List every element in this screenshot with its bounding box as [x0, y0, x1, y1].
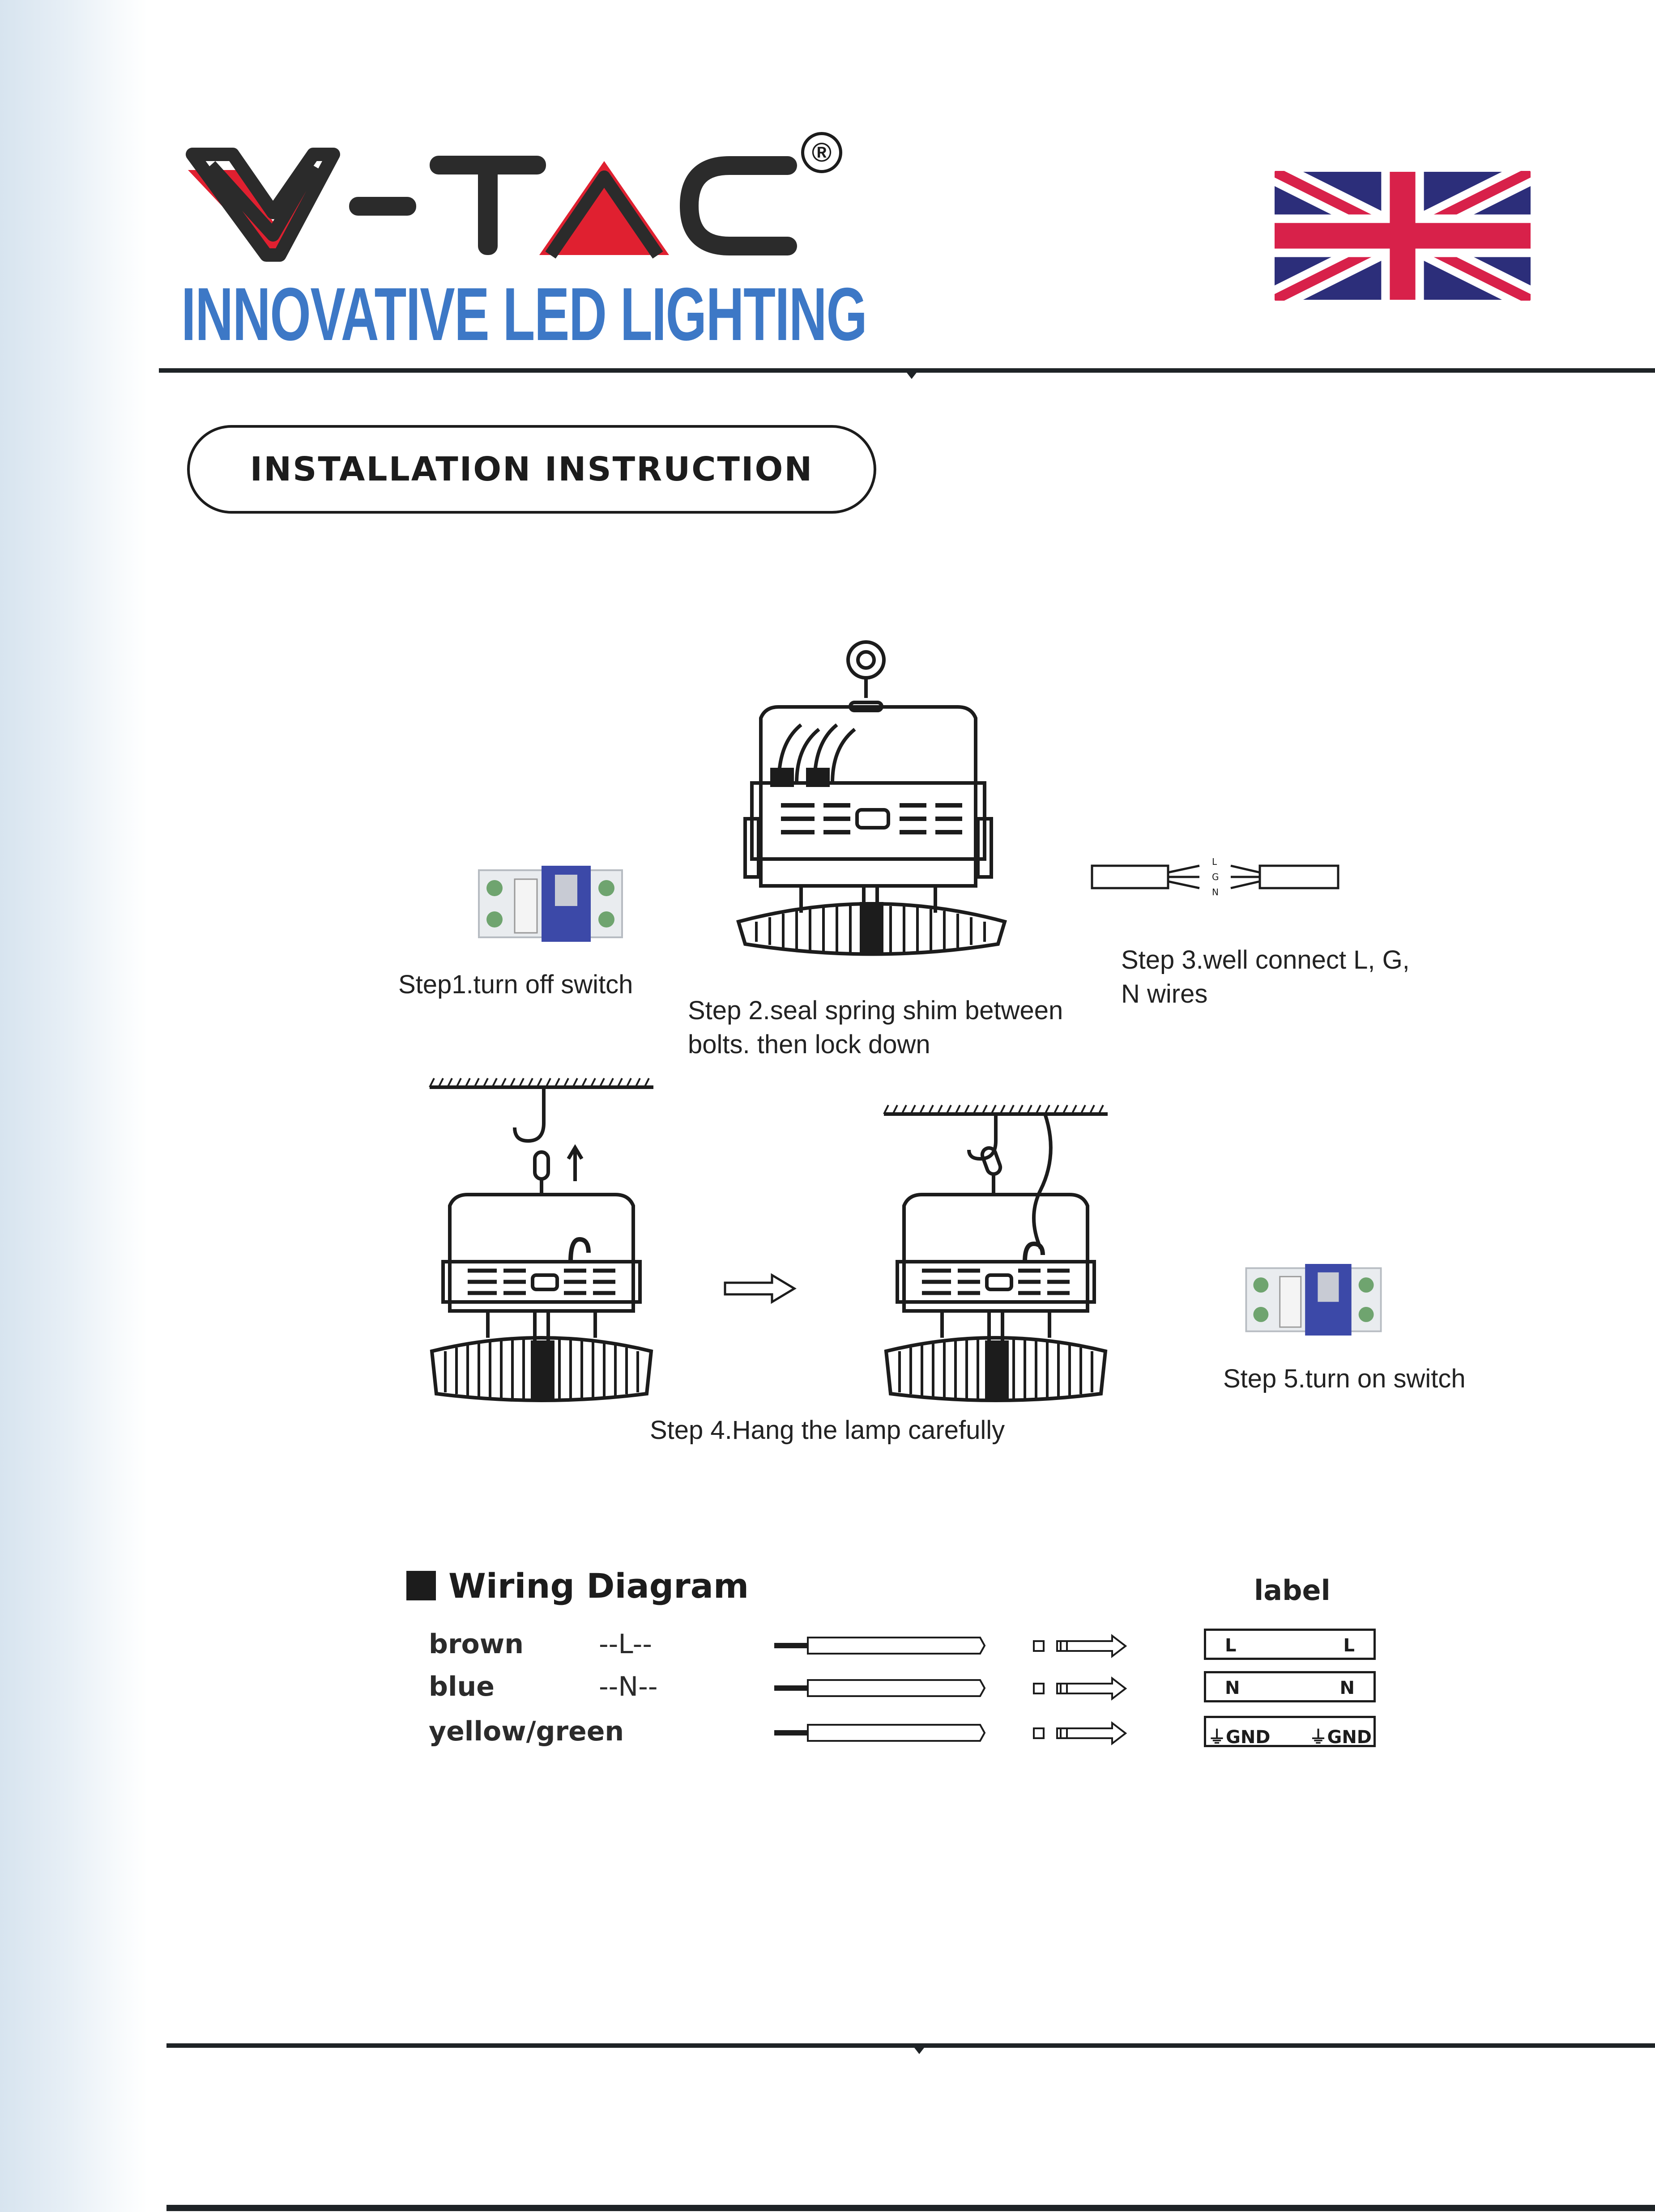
wire-color-name: blue	[429, 1671, 495, 1702]
step1-caption: Step1.turn off switch	[398, 967, 633, 1002]
section-title-box: INSTALLATION INSTRUCTION	[187, 425, 876, 514]
wire-terminal-code: --N--	[599, 1671, 657, 1702]
page-title: INSTALLATION INSTRUCTION	[250, 450, 814, 489]
wire-row-graphic	[774, 1723, 1126, 1744]
svg-text:N: N	[1212, 887, 1219, 898]
lamp-hook-after-illustration	[879, 1101, 1112, 1405]
terminal-label-n: N N	[1204, 1671, 1376, 1702]
uk-flag-icon	[1275, 171, 1531, 301]
terminal-label-gnd: ⏚GND ⏚GND	[1204, 1716, 1376, 1747]
label-right: ⏚GND	[1309, 1723, 1372, 1748]
breaker-switch-off-icon	[474, 861, 627, 946]
label-left: N	[1225, 1678, 1240, 1698]
logo-dash	[349, 197, 416, 216]
terminal-label-l: L L	[1204, 1629, 1376, 1660]
wire-row-graphic	[774, 1636, 1126, 1656]
wire-color-name: brown	[429, 1629, 524, 1660]
svg-text:L: L	[1212, 856, 1217, 867]
step4-caption: Step 4.Hang the lamp carefully	[650, 1413, 1005, 1448]
label-right: L	[1344, 1635, 1355, 1656]
step2-caption-line1: Step 2.seal spring shim between	[688, 993, 1063, 1028]
logo-t-stem	[478, 165, 498, 255]
wiring-diagram-title: Wiring Diagram	[448, 1566, 749, 1606]
label-column-header: label	[1254, 1574, 1331, 1607]
square-bullet-icon	[406, 1571, 436, 1600]
vtac-logo	[179, 130, 806, 268]
breaker-switch-on-icon	[1242, 1259, 1385, 1340]
lamp-hook-before-illustration	[425, 1074, 658, 1405]
arrow-right-icon	[723, 1273, 799, 1304]
wire-connection-icon: L G N	[1088, 852, 1343, 902]
lamp-assembly-illustration	[729, 635, 1016, 966]
wire-row-graphic	[774, 1678, 1126, 1699]
wire-to-terminal-graphic	[774, 1629, 1168, 1763]
brand-tagline: INNOVATIVE LED LIGHTING	[181, 276, 620, 352]
scan-page-edge	[0, 0, 148, 2212]
label-right: N	[1340, 1678, 1355, 1698]
logo-c	[689, 166, 788, 246]
wiring-diagram-heading: Wiring Diagram	[406, 1566, 749, 1606]
registered-mark: ®	[801, 132, 842, 173]
label-left: ⏚GND	[1208, 1723, 1271, 1748]
step2-caption-line2: bolts. then lock down	[688, 1027, 930, 1062]
footer-divider	[166, 2043, 1655, 2048]
header-divider	[159, 368, 1655, 373]
wire-color-name: yellow/green	[429, 1716, 624, 1747]
bottom-edge-rule	[166, 2205, 1655, 2211]
step3-caption-line2: N wires	[1121, 977, 1207, 1012]
svg-text:G: G	[1212, 872, 1219, 882]
logo-v-dark	[192, 154, 333, 255]
step3-caption-line1: Step 3.well connect L, G,	[1121, 943, 1410, 978]
label-left: L	[1225, 1635, 1237, 1656]
wire-terminal-code: --L--	[599, 1629, 652, 1660]
step5-caption: Step 5.turn on switch	[1223, 1361, 1466, 1396]
